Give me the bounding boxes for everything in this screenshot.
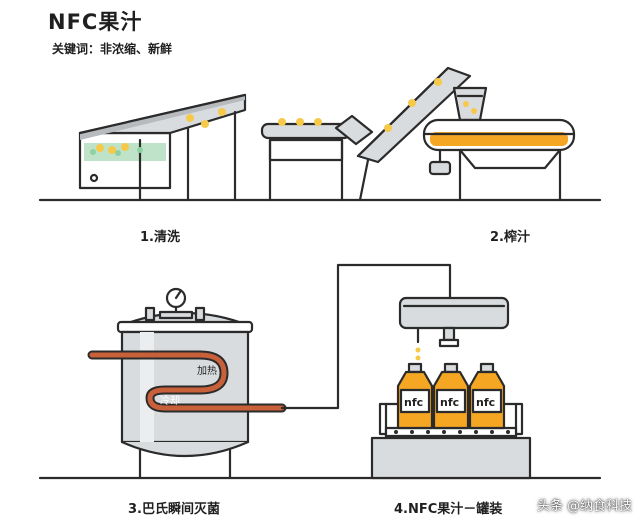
step-label-pasteurizing: 3.巴氏瞬间灭菌	[128, 502, 220, 517]
step-label-washing: 1.清洗	[140, 230, 180, 245]
pasteurizer-tank	[87, 287, 287, 480]
step-label-filling: 4.NFC果汁－罐装	[394, 502, 503, 517]
wash-fruits	[96, 108, 226, 154]
juicer-machine	[422, 86, 576, 202]
filler-head	[398, 296, 510, 330]
step-label-juicing: 2.榨汁	[490, 230, 530, 245]
bottle	[468, 362, 506, 430]
watermark: 头条 @纳食科技	[536, 499, 632, 514]
bottle	[432, 362, 470, 430]
juice-bottles	[396, 362, 506, 430]
keywords-subtitle: 关键词：非浓缩、新鲜	[52, 42, 173, 56]
washing-machine	[38, 93, 602, 202]
elevator-conveyor	[334, 66, 472, 202]
wash-water	[84, 143, 166, 161]
bottle-label: nfc	[440, 396, 459, 409]
heat-label: 加热	[197, 364, 217, 377]
filler-base	[370, 436, 532, 480]
transfer-conveyor	[260, 118, 352, 202]
bottle	[396, 362, 434, 430]
cool-label: 冷却	[160, 394, 180, 407]
wash-drain	[89, 173, 99, 183]
bottle-label: nfc	[476, 396, 495, 409]
bottle-label: nfc	[404, 396, 423, 409]
coil-pipe	[89, 352, 285, 411]
transfer-pipe	[280, 263, 452, 410]
page-title: NFC果汁	[48, 10, 143, 34]
press-juice	[430, 132, 568, 146]
